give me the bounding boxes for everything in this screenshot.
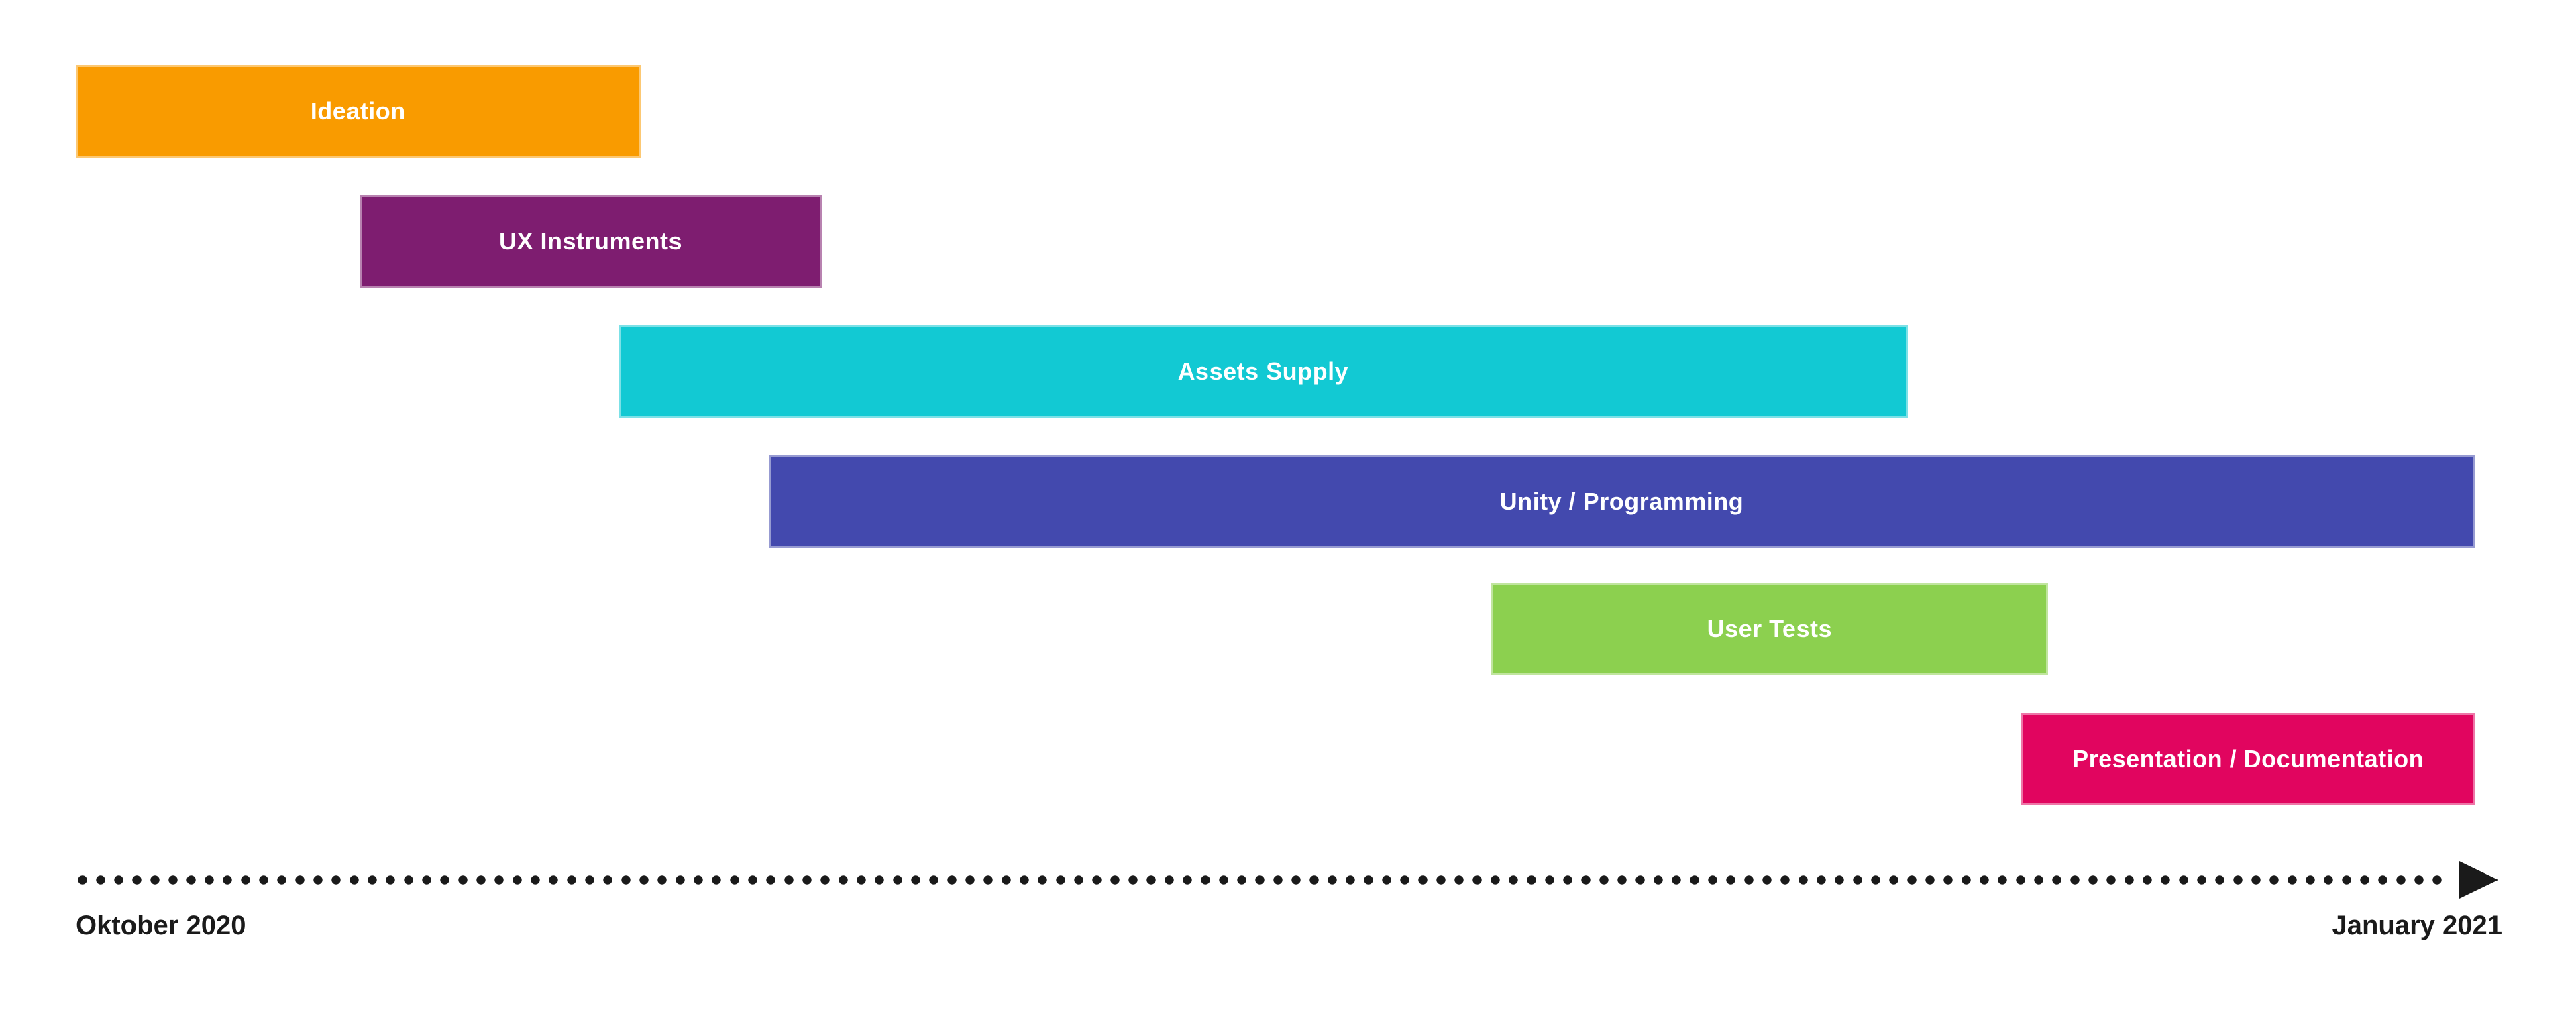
task-label: User Tests <box>1707 615 1832 642</box>
timeline-end-label: January 2021 <box>2332 911 2502 940</box>
task-label: Presentation / Documentation <box>2072 745 2424 773</box>
task-bar-unity-programming: Unity / Programming <box>769 455 2475 548</box>
timeline-dotted-line <box>78 875 2451 885</box>
task-bar-presentation-documentation: Presentation / Documentation <box>2021 713 2475 805</box>
task-label: Assets Supply <box>1177 357 1349 385</box>
timeline-start-label: Oktober 2020 <box>76 911 246 940</box>
task-label: Ideation <box>310 97 406 125</box>
task-bar-ux-instruments: UX Instruments <box>359 195 822 288</box>
timeline-arrowhead-icon <box>2459 861 2498 899</box>
task-label: Unity / Programming <box>1499 488 1744 515</box>
task-bar-assets-supply: Assets Supply <box>619 325 1908 418</box>
task-bar-ideation: Ideation <box>76 65 641 158</box>
task-label: UX Instruments <box>499 227 683 255</box>
task-bar-user-tests: User Tests <box>1491 583 2049 675</box>
